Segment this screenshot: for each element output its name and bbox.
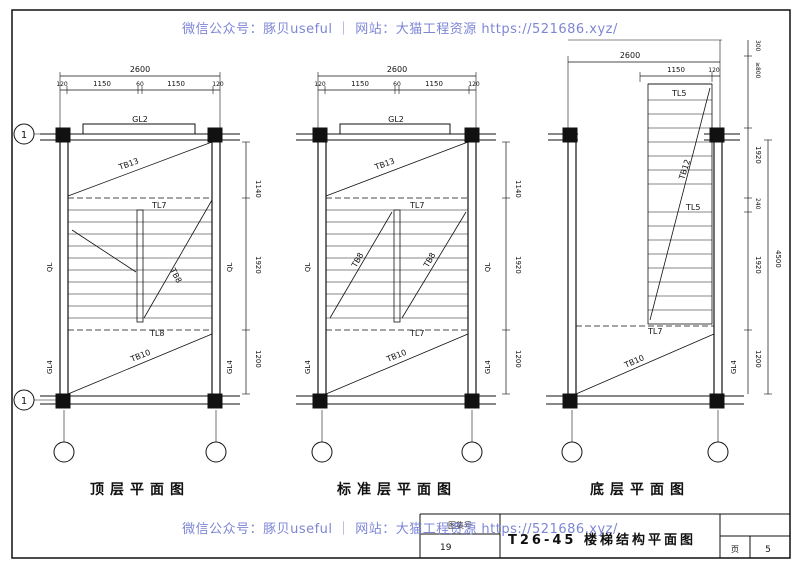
plan3-dim-1150: 1150 xyxy=(667,66,685,74)
plan2-label-tl7-b: TL7 xyxy=(409,329,424,338)
plan2-dim-1150b: 1150 xyxy=(425,80,443,88)
axis-label-top: 1 xyxy=(21,130,27,141)
plan2-label-gl4-right: GL4 xyxy=(484,360,492,374)
plan1-label-ql-right: QL xyxy=(226,262,234,272)
plan1-label-gl2: GL2 xyxy=(132,115,148,124)
plan1-dim-1200: 1200 xyxy=(254,350,262,368)
axis-label-bottom: 1 xyxy=(21,396,27,407)
plan-ground-floor xyxy=(546,39,772,463)
plan-top-floor xyxy=(40,72,250,463)
plan2-label-tl7-a: TL7 xyxy=(409,201,424,210)
plan3-dim-1920b: 1920 xyxy=(754,256,762,274)
plan3-dim-1920a: 1920 xyxy=(754,146,762,164)
title-block xyxy=(419,513,790,558)
plan1-label-ql-left: QL xyxy=(46,262,54,272)
plan2-label-ql-left: QL xyxy=(304,262,312,272)
plan3-title: 底层平面图 xyxy=(590,481,690,498)
plan1-dim-total: 2600 xyxy=(130,65,150,74)
plan3-label-tl7: TL7 xyxy=(647,327,662,336)
title-block-page-label: 页 xyxy=(731,545,739,554)
title-block-atlas-no: 19 xyxy=(440,543,452,553)
plan1-dim-1140: 1140 xyxy=(254,180,262,198)
plan3-dim-300: 300 xyxy=(754,40,761,52)
plan3-dim-800: ≥800 xyxy=(754,62,761,79)
plan1-label-tl7: TL7 xyxy=(151,201,166,210)
plan2-dim-1150a: 1150 xyxy=(351,80,369,88)
plan2-label-tb10: TB10 xyxy=(384,348,407,364)
plan2-dim-120b: 120 xyxy=(468,81,480,88)
plan1-dim-120b: 120 xyxy=(212,81,224,88)
plan-standard-floor xyxy=(296,72,510,463)
plan1-label-tb10: TB10 xyxy=(128,348,151,364)
plan1-label-gl4-left: GL4 xyxy=(46,360,54,374)
plan3-dim-total: 2600 xyxy=(620,51,640,60)
plan1-label-gl4-right: GL4 xyxy=(226,360,234,374)
plan3-dim-240: 240 xyxy=(754,198,761,210)
plan2-dim-120a: 120 xyxy=(314,81,326,88)
plan2-dim-1200: 1200 xyxy=(514,350,522,368)
plan3-dim-4500: 4500 xyxy=(774,250,782,268)
plan2-dim-60: 60 xyxy=(393,81,401,88)
plan3-label-tl5-top: TL5 xyxy=(671,89,686,98)
plan1-dim-120a: 120 xyxy=(56,81,68,88)
plan2-label-gl4-left: GL4 xyxy=(304,360,312,374)
plan1-dim-60: 60 xyxy=(136,81,144,88)
watermark-bottom: 微信公众号：豚贝useful ｜ 网站：大猫工程资源 https://52168… xyxy=(182,522,618,537)
plan2-label-gl2: GL2 xyxy=(388,115,404,124)
plan1-dim-1920: 1920 xyxy=(254,256,262,274)
plan3-dim-120: 120 xyxy=(708,67,720,74)
title-block-drawing-title: T26-45 楼梯结构平面图 xyxy=(508,532,696,548)
plan2-dim-total: 2600 xyxy=(387,65,407,74)
plan3-label-gl4-right: GL4 xyxy=(730,360,738,374)
plan2-label-tb8-b: TB8 xyxy=(421,251,437,270)
plan3-label-tl5-mid: TL5 xyxy=(685,203,700,212)
plan3-dim-1200: 1200 xyxy=(754,350,762,368)
plan2-label-ql-right: QL xyxy=(484,262,492,272)
title-block-page-no: 5 xyxy=(765,545,771,555)
plan1-dim-1150b: 1150 xyxy=(167,80,185,88)
plan1-title: 顶层平面图 xyxy=(90,482,190,498)
plan2-dim-1920: 1920 xyxy=(514,256,522,274)
plan1-label-tb13: TB13 xyxy=(117,156,140,172)
title-block-atlas-label: 图集号 xyxy=(448,520,472,530)
sheet-border xyxy=(11,9,791,559)
watermark-top: 微信公众号：豚贝useful ｜ 网站：大猫工程资源 https://52168… xyxy=(182,22,618,37)
plan2-label-tb13: TB13 xyxy=(373,156,396,172)
plan3-label-tb10: TB10 xyxy=(622,353,645,370)
plan1-label-tl8: TL8 xyxy=(149,329,164,338)
plan2-label-tb8-a: TB8 xyxy=(349,251,365,270)
plan1-dim-1150a: 1150 xyxy=(93,80,111,88)
plan2-dim-1140: 1140 xyxy=(514,180,522,198)
plan2-title: 标准层平面图 xyxy=(336,481,457,498)
